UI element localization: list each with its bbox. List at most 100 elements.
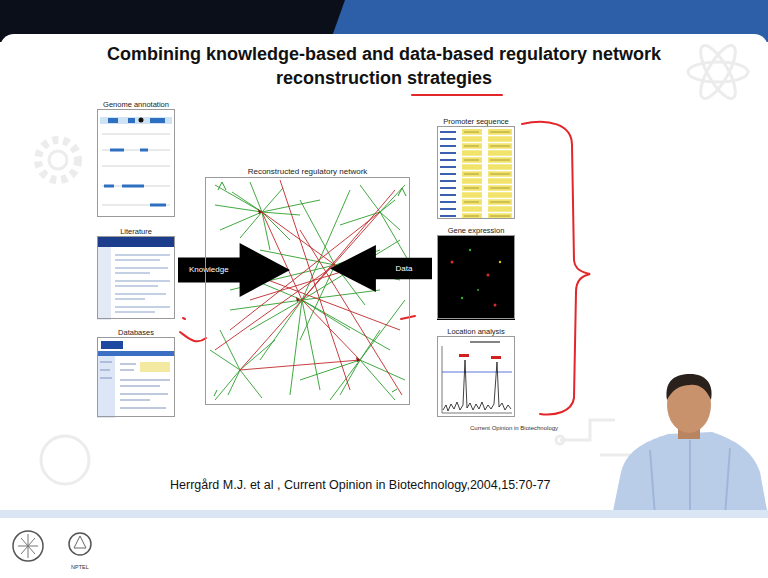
panel-heading-box: Reconstructed regulatory network	[205, 167, 410, 177]
panel-heading-box: Literature	[97, 227, 175, 236]
microarray-ground	[437, 236, 515, 320]
slide-ground	[0, 34, 768, 516]
panel-frame	[97, 109, 175, 217]
spot	[499, 261, 501, 263]
pen-mark	[180, 332, 206, 341]
marker-dot	[139, 118, 144, 123]
edge-heads	[258, 209, 360, 362]
presenter-figure	[612, 374, 768, 516]
bottom-band	[0, 510, 768, 518]
footer-ground	[0, 518, 768, 578]
picture-ground	[97, 338, 175, 418]
panel-heading: Reconstructed regulatory network	[205, 167, 410, 177]
source-panel: Literature	[97, 227, 175, 319]
literature-picture	[97, 237, 175, 320]
shirt-checks	[650, 440, 730, 516]
panel-frame	[205, 177, 410, 405]
genome-annotation-picture	[97, 110, 175, 218]
arrow-label: Knowledge	[178, 265, 240, 275]
sequence-names	[440, 132, 456, 216]
panel-frame	[97, 337, 175, 417]
threshold-line	[442, 372, 512, 373]
panel-frame	[437, 235, 515, 319]
presenter-shirt	[612, 432, 768, 516]
gene-bar	[128, 118, 135, 123]
panel-heading-box: Databases	[97, 328, 175, 337]
panel-frame	[97, 236, 175, 319]
panel-heading-box: Promoter sequence	[437, 117, 515, 126]
picture-ground	[437, 337, 515, 418]
promoter-picture	[437, 127, 515, 220]
spot	[494, 304, 497, 307]
info-box	[140, 362, 170, 372]
text-lines	[115, 255, 170, 312]
panel-heading-box: Gene expression	[437, 226, 515, 235]
peak-tag	[491, 356, 501, 359]
gene-bar	[108, 118, 118, 123]
block-arrow: Knowledge	[178, 243, 290, 297]
arrow-text-box: Knowledge	[178, 243, 240, 297]
location-analysis-picture	[437, 337, 515, 418]
block-arrow: Data	[330, 245, 432, 292]
source-credit: Current Opinion in Biotechnology	[470, 425, 558, 431]
panel-heading: Promoter sequence	[437, 117, 515, 126]
circle-icon	[41, 436, 89, 484]
nptel-logo	[74, 536, 86, 548]
institute-logo	[13, 531, 43, 561]
slide-title: Combining knowledge-based and data-based…	[74, 42, 694, 90]
page-sidebar	[97, 356, 115, 418]
site-logo	[101, 341, 123, 349]
spot	[477, 289, 479, 291]
binding-signal	[443, 360, 511, 411]
picture-ground	[97, 237, 175, 320]
logo-caption: NPTEL	[71, 564, 89, 570]
arrow-shape	[330, 245, 432, 292]
pen-bracket	[522, 122, 590, 415]
gene-bar	[150, 118, 165, 123]
atom-icon	[688, 62, 748, 82]
atom-icon	[694, 41, 741, 103]
faint-decor	[38, 41, 748, 484]
gene-bars	[104, 150, 166, 205]
page-sidebar	[97, 247, 111, 320]
sequence-letters	[464, 132, 510, 216]
circuit-icon	[556, 436, 564, 444]
peak-tag	[459, 354, 469, 357]
arrow-shape	[178, 243, 290, 297]
panel-heading: Location analysis	[437, 327, 515, 336]
gene-expression-picture	[437, 236, 515, 320]
atom-icon	[694, 41, 741, 103]
spot	[487, 274, 490, 277]
source-panel: Genome annotation	[97, 100, 175, 217]
citation: Herrgård M.J. et al , Current Opinion in…	[170, 478, 551, 492]
data-panel: Location analysis	[437, 327, 515, 417]
gear-icon	[38, 140, 78, 180]
presenter-hair	[667, 374, 712, 400]
panel-frame	[437, 126, 515, 219]
plot-title	[470, 341, 500, 342]
data-panel: Gene expression	[437, 226, 515, 319]
panel-heading-box: Location analysis	[437, 327, 515, 336]
panel-heading: Gene expression	[437, 226, 515, 235]
spot	[461, 297, 463, 299]
text-lines	[100, 362, 170, 408]
institute-logo	[18, 534, 38, 558]
pen-dot	[183, 318, 185, 319]
source-panel: Databases	[97, 328, 175, 417]
nptel-logo	[69, 533, 91, 555]
spot	[451, 261, 454, 264]
plot-axes	[442, 346, 512, 413]
data-panel: Promoter sequence	[437, 117, 515, 219]
spot	[469, 249, 471, 251]
picture-ground	[205, 178, 410, 406]
panel-heading: Literature	[97, 227, 175, 236]
panel-heading-box: Genome annotation	[97, 100, 175, 109]
page-header	[97, 237, 175, 247]
arrow-text-box: Data	[376, 245, 432, 292]
network-picture	[205, 178, 410, 406]
pen-mark	[401, 316, 415, 319]
panel-frame	[437, 336, 515, 417]
panel-heading: Genome annotation	[97, 100, 175, 109]
databases-picture	[97, 338, 175, 418]
